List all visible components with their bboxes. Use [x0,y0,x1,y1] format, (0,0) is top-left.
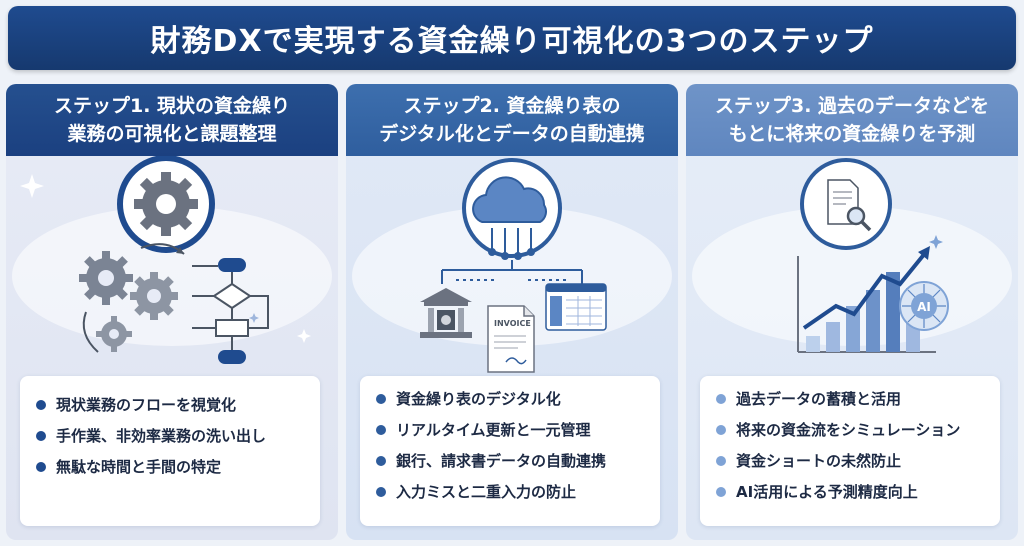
bullet-dot [36,462,46,472]
bullet-dot [36,431,46,441]
bullet-dot [376,394,386,404]
step-3-heading-line2: もとに将来の資金繰りを予測 [728,123,976,145]
bullet-dot [376,456,386,466]
document-search-icon [827,179,872,232]
step-3-bullet-list: 過去データの蓄積と活用 将来の資金流をシミュレーション 資金ショートの未然防止 … [700,376,1000,526]
sparkle-icon [929,235,943,249]
cycle-arrow-icon [82,311,99,353]
list-item: 無駄な時間と手間の特定 [32,454,308,485]
bullet-dot [716,394,726,404]
flowchart-icon [192,258,269,364]
ai-network-icon: AI [899,281,949,331]
forecast-illustration: AI [692,158,1012,450]
sparkle-icon [297,329,311,343]
list-item: AI活用による予測精度向上 [712,479,988,510]
sparkle-icon [20,174,44,198]
step-2-panel: ステップ2. 資金繰り表の デジタル化とデータの自動連携 [346,84,678,540]
gear-icon [96,316,132,352]
step-1-heading: ステップ1. 現状の資金繰り 業務の可視化と課題整理 [6,84,338,156]
gear-icon [79,251,133,305]
spreadsheet-window-icon [545,283,607,331]
gear-icon [130,272,178,320]
list-item: 資金ショートの未然防止 [712,448,988,479]
ai-label: AI [917,300,931,314]
list-item: 手作業、非効率業務の洗い出し [32,423,308,454]
list-item: 過去データの蓄積と活用 [712,386,988,417]
list-item: 資金繰り表のデジタル化 [372,386,648,417]
bullet-dot [716,425,726,435]
process-flow-illustration [12,156,332,364]
step-2-bullet-list: 資金繰り表のデジタル化 リアルタイム更新と一元管理 銀行、請求書データの自動連携… [360,376,660,526]
bullet-dot [716,456,726,466]
bullet-dot [36,400,46,410]
invoice-document-icon: INVOICE [487,305,535,373]
sparkle-icon [249,313,259,323]
list-item: 入力ミスと二重入力の防止 [372,479,648,510]
data-integration-illustration: INVOICE [352,158,672,373]
step-2-heading-line2: デジタル化とデータの自動連携 [379,123,645,145]
step-1-heading-line2: 業務の可視化と課題整理 [67,123,277,145]
bullet-dot [376,487,386,497]
page-title: 財務DXで実現する資金繰り可視化の3つのステップ [8,6,1016,70]
list-item: 現状業務のフローを視覚化 [32,392,308,423]
step-3-heading: ステップ3. 過去のデータなどを もとに将来の資金繰りを予測 [686,84,1018,156]
step-2-heading-line1: ステップ2. 資金繰り表の [403,95,621,117]
step-1-bullet-list: 現状業務のフローを視覚化 手作業、非効率業務の洗い出し 無駄な時間と手間の特定 [20,376,320,526]
list-item: 銀行、請求書データの自動連携 [372,448,648,479]
list-item: リアルタイム更新と一元管理 [372,417,648,448]
bank-icon [420,288,472,338]
step-1-panel: ステップ1. 現状の資金繰り 業務の可視化と課題整理 [6,84,338,540]
gear-icon [134,172,198,236]
cloud-icon [472,176,547,223]
bullet-dot [716,487,726,497]
step-2-heading: ステップ2. 資金繰り表の デジタル化とデータの自動連携 [346,84,678,156]
step-3-panel: ステップ3. 過去のデータなどを もとに将来の資金繰りを予測 [686,84,1018,540]
network-connector-icon [441,228,583,284]
step-3-heading-line1: ステップ3. 過去のデータなどを [714,95,990,117]
step-1-heading-line1: ステップ1. 現状の資金繰り [53,95,291,117]
invoice-label: INVOICE [494,319,531,328]
bullet-dot [376,425,386,435]
list-item: 将来の資金流をシミュレーション [712,417,988,448]
